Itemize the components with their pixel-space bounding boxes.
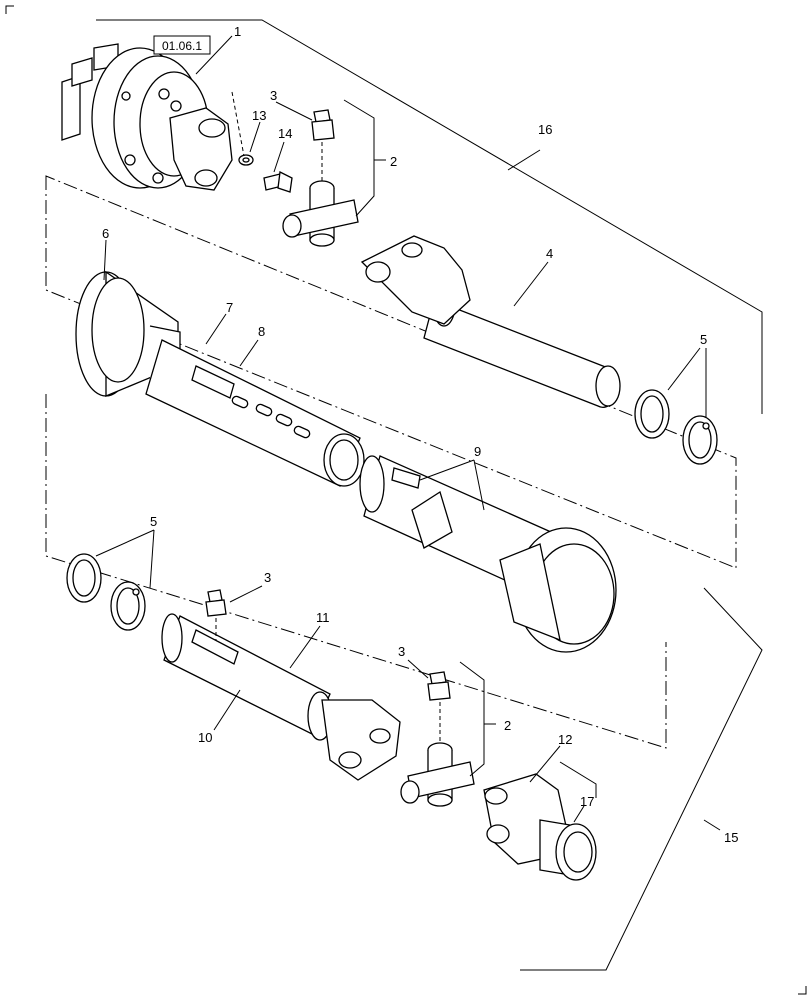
callout-9: 9 xyxy=(474,444,481,459)
inner-guard-9 xyxy=(359,455,617,653)
washer-13 xyxy=(238,154,254,166)
bracket-16 xyxy=(96,19,763,414)
callout-6: 6 xyxy=(102,226,109,241)
circlip-lower-a xyxy=(66,553,102,603)
universal-joint-cross-upper xyxy=(282,180,359,247)
circlip-upper-b xyxy=(682,415,718,465)
bolt-14 xyxy=(263,171,293,193)
callout-16: 16 xyxy=(538,122,552,137)
assembly-outline-lower xyxy=(45,394,667,749)
grease-fitting-lower-mid xyxy=(427,671,451,701)
end-yoke-12 xyxy=(483,773,597,881)
callout-2-lower: 2 xyxy=(504,718,511,733)
callout-12: 12 xyxy=(558,732,572,747)
assembly-outline-upper xyxy=(45,175,737,569)
callout-3-lower-mid: 3 xyxy=(398,644,405,659)
callout-10: 10 xyxy=(198,730,212,745)
callout-17: 17 xyxy=(580,794,594,809)
callout-labels: 1 2 2 3 3 3 4 5 5 6 7 8 9 10 11 12 13 14… xyxy=(102,24,738,845)
callout-5-lower: 5 xyxy=(150,514,157,529)
callout-7: 7 xyxy=(226,300,233,315)
callout-4: 4 xyxy=(546,246,553,261)
universal-joint-cross-lower xyxy=(400,742,475,807)
yoke-tube-4 xyxy=(360,235,621,408)
callout-8: 8 xyxy=(258,324,265,339)
circlip-lower-b xyxy=(110,581,146,631)
callout-5-upper: 5 xyxy=(700,332,707,347)
callout-14: 14 xyxy=(278,126,292,141)
crop-marks xyxy=(5,5,807,995)
callout-11: 11 xyxy=(316,610,330,625)
torque-limiter-clutch xyxy=(61,43,233,191)
grease-fitting-upper xyxy=(311,109,335,141)
inner-shaft-10 xyxy=(161,613,401,781)
grease-fitting-lower-left xyxy=(205,589,227,617)
reference-box-text: 01.06.1 xyxy=(162,39,202,53)
outer-guard-tube-7 xyxy=(145,339,365,487)
callout-15: 15 xyxy=(724,830,738,845)
callout-13: 13 xyxy=(252,108,266,123)
circlip-upper-a xyxy=(634,389,670,439)
callout-3-lower-left: 3 xyxy=(264,570,271,585)
leader-lines xyxy=(95,35,721,831)
callout-2-upper: 2 xyxy=(390,154,397,169)
callout-3-upper: 3 xyxy=(270,88,277,103)
bracket-15 xyxy=(520,587,763,971)
callout-1: 1 xyxy=(234,24,241,39)
reference-box: 01.06.1 xyxy=(153,35,211,55)
